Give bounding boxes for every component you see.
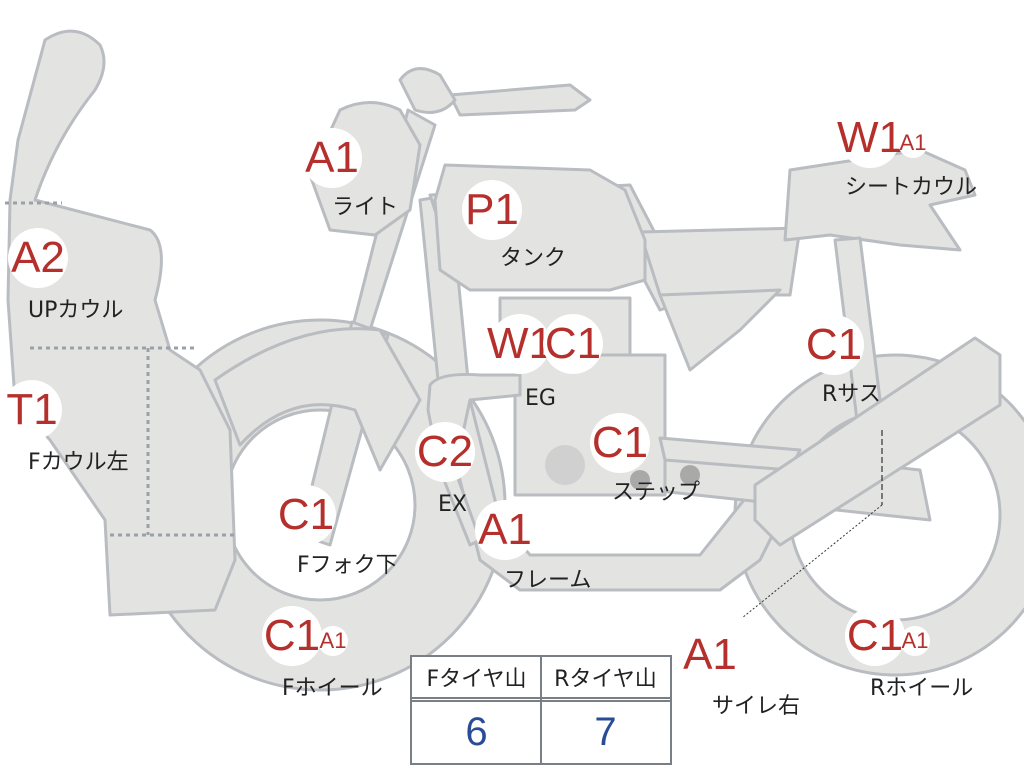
engine-code-1[interactable]: W1 (487, 314, 553, 374)
seat-cowl-code-1[interactable]: W1 (837, 108, 903, 168)
engine-code-2[interactable]: C1 (543, 314, 603, 374)
silencer-leader-line (741, 504, 883, 619)
tire-table-grid (412, 657, 670, 763)
f-cowl-left-code[interactable]: T1 (2, 380, 62, 440)
seat-underside-shape (658, 288, 782, 372)
r-wheel-code-1[interactable]: C1 (845, 606, 905, 666)
tire-tread-table: Fタイヤ山 Rタイヤ山 6 7 (410, 655, 672, 765)
seat-cowl-shape (783, 148, 977, 252)
step-label: ステップ (612, 480, 701, 505)
silencer-shape (753, 336, 1002, 547)
front-fender-shape (213, 327, 422, 472)
seat-shape (638, 226, 802, 297)
frame-label: フレーム (504, 568, 592, 593)
front-cowl-shape (6, 29, 237, 617)
exhaust-label: EX (438, 492, 467, 517)
f-fork-lower-label: Fフォク下 (297, 553, 398, 578)
r-suspension-label: Rサス (822, 382, 881, 407)
f-cowl-left-label: Fカウル左 (28, 450, 129, 475)
f-fork-lower-code[interactable]: C1 (276, 485, 336, 545)
seat-cowl-label: シートカウル (845, 175, 978, 200)
r-wheel-code-2[interactable]: A1 (900, 626, 930, 656)
engine-label: EG (525, 386, 556, 411)
f-wheel-label: Fホイール (282, 676, 383, 701)
r-tire-value[interactable]: 7 (594, 709, 617, 754)
silencer-r-label: サイレ右 (712, 694, 801, 719)
silencer-r-code[interactable]: A1 (680, 625, 740, 685)
r-tire-header: Rタイヤ山 (554, 667, 657, 692)
exhaust-shape (426, 373, 522, 547)
r-wheel-label: Rホイール (870, 676, 974, 701)
light-label: ライト (332, 195, 399, 220)
step-code[interactable]: C1 (590, 413, 650, 473)
f-tire-value[interactable]: 6 (465, 709, 488, 754)
up-cowl-code[interactable]: A2 (8, 228, 68, 288)
f-tire-header: Fタイヤ山 (426, 667, 527, 692)
light-code[interactable]: A1 (302, 128, 362, 188)
handlebar-shape (448, 83, 592, 117)
frame-code[interactable]: A1 (475, 500, 535, 560)
tank-code[interactable]: P1 (462, 180, 522, 240)
seat-cowl-code-2[interactable]: A1 (898, 128, 928, 158)
exhaust-code[interactable]: C2 (415, 422, 475, 482)
up-cowl-label: UPカウル (28, 298, 124, 323)
mirror-shape (398, 67, 457, 114)
f-wheel-code-2[interactable]: A1 (318, 626, 348, 656)
f-wheel-code-1[interactable]: C1 (262, 606, 322, 666)
r-suspension-code[interactable]: C1 (804, 315, 864, 375)
tank-label: タンク (500, 246, 567, 271)
